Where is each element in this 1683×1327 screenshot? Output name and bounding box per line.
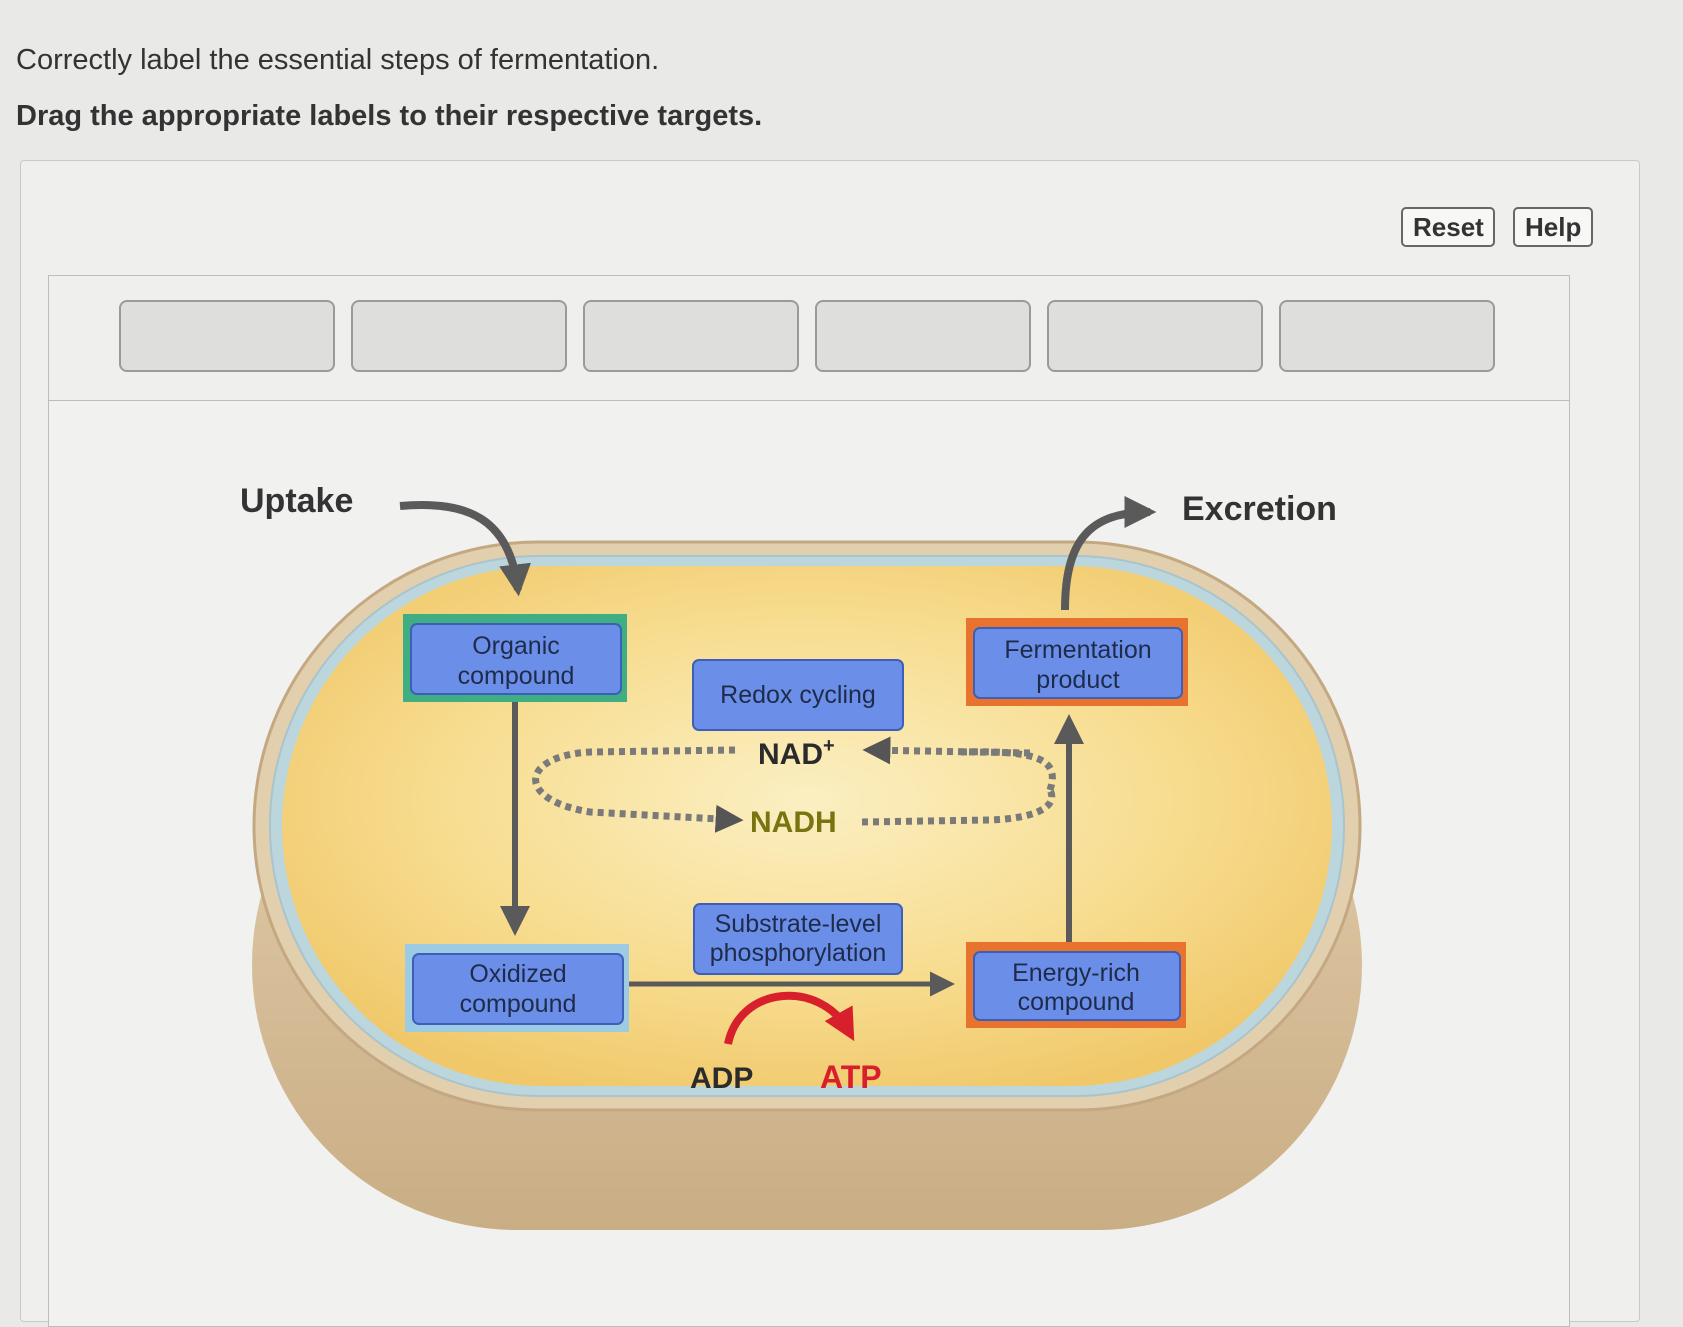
- fermentation-product-label-1: Fermentation: [1004, 636, 1151, 664]
- uptake-arrow: [399, 501, 531, 597]
- organic-compound-label-1: Organic: [472, 632, 560, 660]
- substrate-level-box[interactable]: [693, 903, 903, 975]
- energy-rich-compound-box[interactable]: [973, 951, 1181, 1021]
- redox-cycling-box[interactable]: [692, 659, 904, 731]
- adp-to-atp-arrow: [724, 991, 855, 1045]
- nad-return-dotted-arrow: [862, 736, 1031, 765]
- label-slot-6[interactable]: [1279, 300, 1495, 372]
- substrate-level-label-1: Substrate-level: [715, 910, 882, 938]
- nadh-label: NADH: [750, 806, 837, 839]
- organic-compound-label-2: compound: [458, 662, 575, 690]
- nad-plus-label: NAD+: [758, 735, 835, 771]
- nadh-right-dotted: [861, 788, 1056, 826]
- fermentation-diagram: Uptake Excretion NAD+ NADH Organic compo…: [240, 482, 1362, 1230]
- fermentation-product-label-2: product: [1036, 666, 1119, 694]
- fermentation-product-box[interactable]: [973, 627, 1183, 699]
- reset-button[interactable]: Reset: [1401, 207, 1495, 247]
- label-slot-5[interactable]: [1047, 300, 1263, 372]
- nad-to-nadh-dotted-arrow: [532, 746, 744, 833]
- uptake-label: Uptake: [240, 482, 353, 520]
- adp-label: ADP: [690, 1062, 753, 1095]
- atp-label: ATP: [820, 1059, 882, 1095]
- excretion-label: Excretion: [1182, 490, 1337, 528]
- label-bank: [49, 276, 1569, 401]
- help-button[interactable]: Help: [1513, 207, 1593, 247]
- directive-text: Drag the appropriate labels to their res…: [16, 100, 763, 132]
- label-slot-4[interactable]: [815, 300, 1031, 372]
- label-slot-1[interactable]: [119, 300, 335, 372]
- oxidized-compound-box[interactable]: [412, 953, 624, 1025]
- instruction-text: Correctly label the essential steps of f…: [16, 44, 660, 76]
- oxidized-compound-label-1: Oxidized: [469, 960, 566, 988]
- label-slot-2[interactable]: [351, 300, 567, 372]
- oxidized-compound-label-2: compound: [460, 990, 577, 1018]
- label-slot-3[interactable]: [583, 300, 799, 372]
- excretion-arrow: [1061, 496, 1157, 611]
- redox-cycling-label: Redox cycling: [720, 681, 876, 709]
- organic-compound-box[interactable]: [410, 623, 622, 695]
- energy-rich-label-1: Energy-rich: [1012, 959, 1140, 987]
- substrate-level-label-2: phosphorylation: [710, 939, 887, 967]
- energy-rich-label-2: compound: [1018, 988, 1135, 1016]
